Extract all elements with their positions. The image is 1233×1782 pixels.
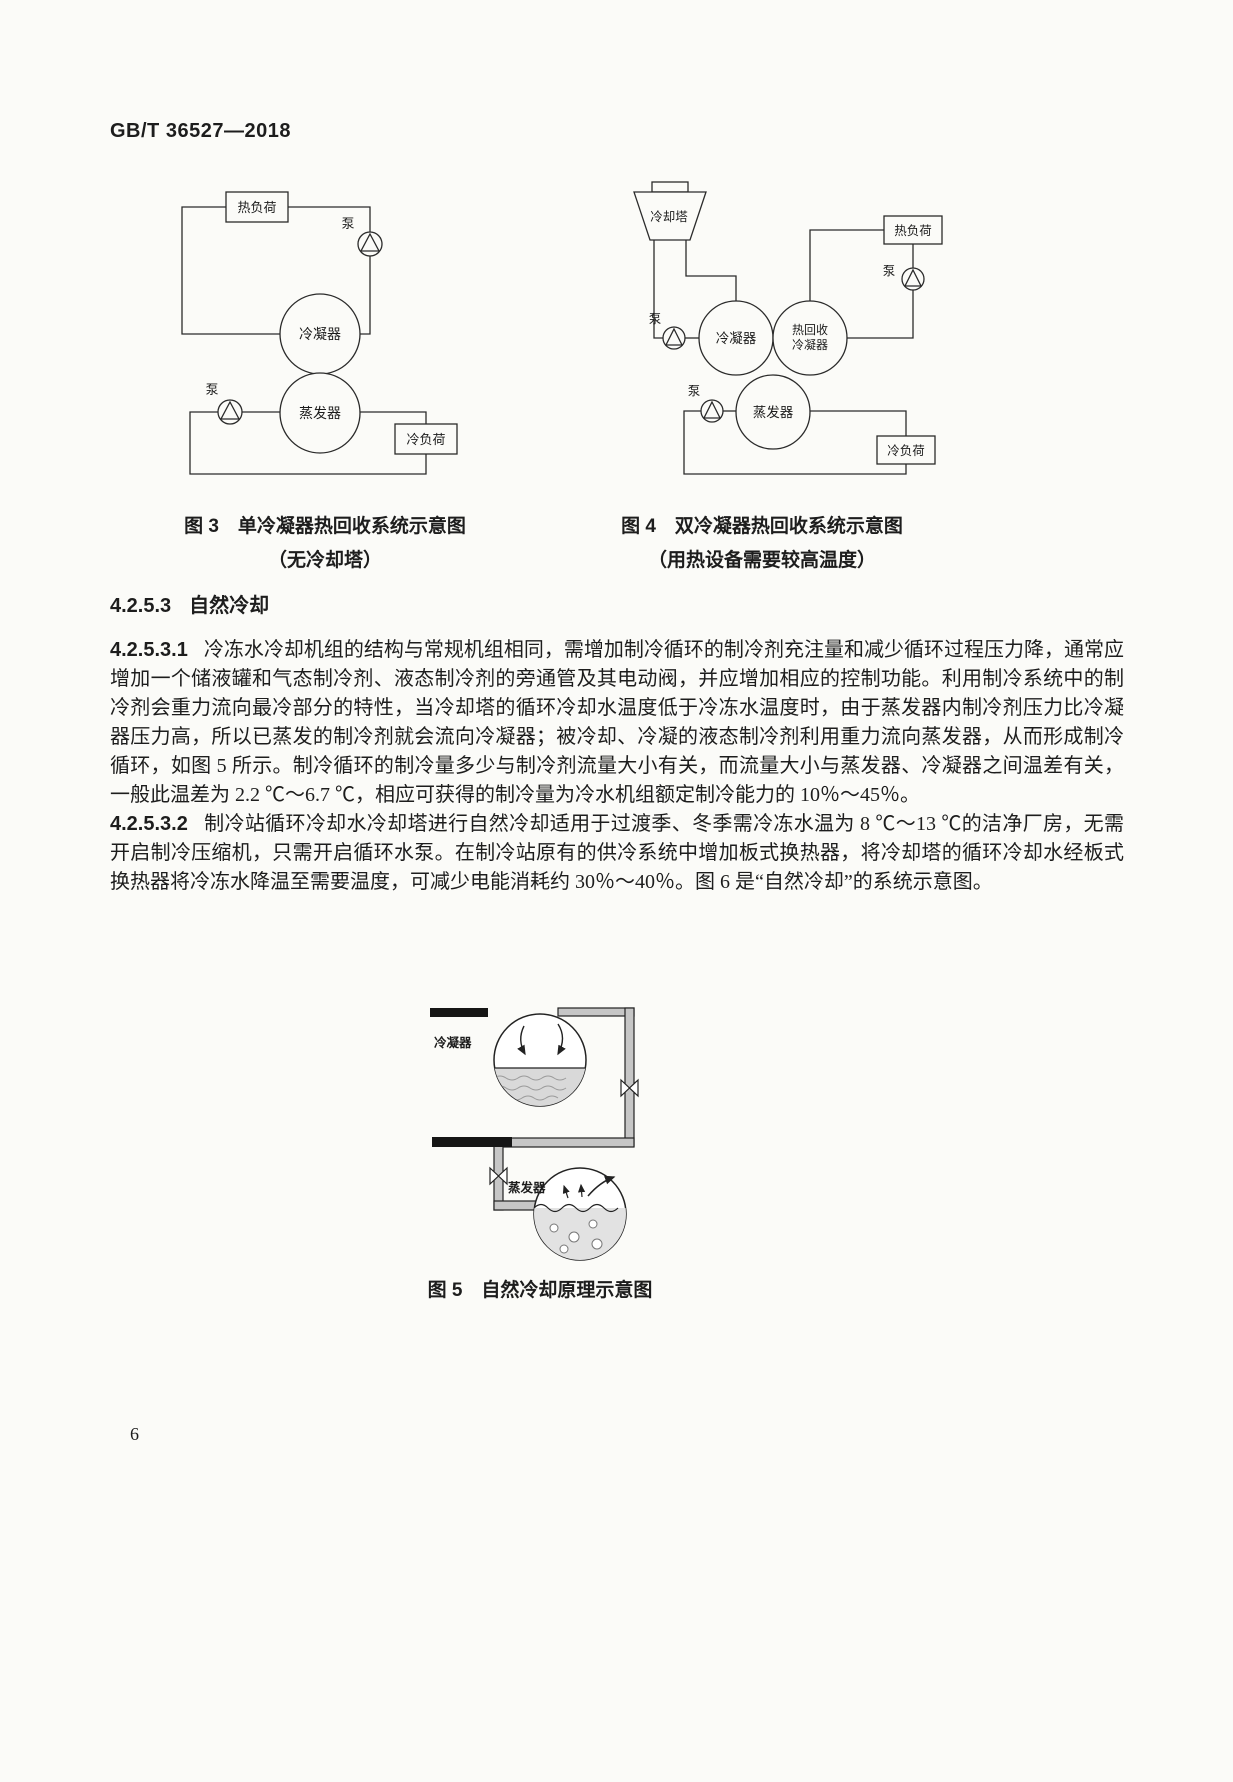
figure4-caption-line1: 图 4 双冷凝器热回收系统示意图 [621,516,903,537]
figure5-caption: 图 5 自然冷却原理示意图 [340,1274,740,1308]
fig4-pipe [683,410,907,475]
figure3-diagram: 热负荷 泵 冷凝器 蒸发器 泵 冷负荷 [181,191,458,475]
fig5-wall-bar-middle [432,1137,512,1147]
fig5-boil-arrow-1 [562,1184,570,1199]
fig3-evaporator-circle [279,372,361,454]
fig4-pipe [653,240,663,339]
clause-number: 4.2.5.3.2 [110,813,188,835]
clause-text: 冷冻水冷却机组的结构与常规机组相同，需增加制冷循环的制冷剂充注量和减少循环过程压… [110,639,1124,806]
fig5-valve-right-icon [628,1078,639,1098]
fig5-vapor-arrow-left [517,1025,526,1056]
fig4-pipe [685,240,737,301]
page-number: 6 [130,1424,139,1444]
fig3-pump-left-label: 泵 [205,382,218,397]
fig4-heat-load-label: 热负荷 [894,224,932,238]
fig3-evaporator-label: 蒸发器 [299,405,341,421]
fig3-pump-top-triangle [359,232,381,252]
fig4-pipe [810,410,907,436]
fig4-cold-load-box [876,435,936,465]
fig3-pump-top-label: 泵 [341,216,354,231]
fig4-pump-evaporator-label: 泵 [688,384,701,398]
section-title: 自然冷却 [189,595,270,617]
clause-number: 4.2.5.3.1 [110,639,188,661]
fig5-vapor-arrow-right [557,1023,566,1056]
section-number: 4.2.5.3 [110,595,172,617]
figure4-caption-line2: （用热设备需要较高温度） [647,550,876,571]
fig4-cold-load-label: 冷负荷 [887,444,925,458]
figure3-caption-line2: （无冷却塔） [267,550,382,571]
fig4-pump-condenser-triangle [664,327,684,346]
figure5-caption-line1: 图 5 自然冷却原理示意图 [427,1280,653,1301]
fig3-pipe [181,206,280,335]
fig3-pump-left-triangle [219,400,241,420]
fig5-boil-arrow-2 [578,1183,586,1198]
fig5-valve-left-icon [497,1166,508,1186]
fig4-tower-cap [651,181,689,193]
fig5-evaporator-label: 蒸发器 [508,1180,546,1195]
fig4-hr-condenser-label-2: 冷凝器 [792,337,828,352]
fig4-hr-condenser-circle [772,300,848,376]
fig5-pipe-right-vertical [624,1007,635,1147]
fig4-pump-right-triangle [903,268,923,287]
fig3-cold-load-label: 冷负荷 [406,432,445,447]
fig5-pipe-evaporator-inlet [493,1200,540,1211]
fig4-evaporator-label: 蒸发器 [753,405,794,420]
fig4-hr-condenser-label-1: 热回收 [792,323,828,337]
fig3-pipe [189,411,427,475]
fig5-evaporator-water [534,1203,626,1260]
fig3-pipe [360,256,371,335]
figure3-caption: 图 3 单冷凝器热回收系统示意图 （无冷却塔） [145,510,505,578]
fig3-heat-load-label: 热负荷 [237,200,276,215]
fig5-vapor-exit-arrow [587,1175,616,1197]
fig4-evaporator-circle [735,374,811,450]
figure4-caption: 图 4 双冷凝器热回收系统示意图 （用热设备需要较高温度） [582,510,942,578]
fig4-cooling-tower-shape [633,191,707,241]
fig5-valve-right-icon [620,1078,631,1098]
fig4-pipe [847,290,914,339]
figure3-caption-line1: 图 3 单冷凝器热回收系统示意图 [184,516,466,537]
fig4-pump-condenser-label: 泵 [649,312,662,326]
fig4-heat-load-box [883,215,943,245]
fig4-condenser-label: 冷凝器 [716,331,757,346]
fig5-pipe-middle [497,1137,635,1148]
figure4-diagram: 冷却塔 热负荷 泵 冷凝器 热回收 冷凝器 蒸发器 泵 泵 冷负荷 [633,181,943,475]
fig3-cold-load-box [394,423,458,455]
figure5-diagram: 冷凝器 蒸发器 [430,1007,639,1261]
clause-text: 制冷站循环冷却水冷却塔进行自然冷却适用于过渡季、冬季需冷冻水温为 8 ℃～13 … [110,813,1124,893]
standard-number: GB/T 36527—2018 [110,120,291,142]
fig5-wall-bar-top [430,1008,488,1017]
fig4-pump-evaporator-triangle [702,400,722,419]
fig3-condenser-label: 冷凝器 [299,326,341,342]
fig4-cooling-tower-label: 冷却塔 [650,210,688,224]
fig5-condenser-label: 冷凝器 [434,1035,472,1050]
fig4-pipe [809,229,884,301]
fig3-pipe [360,411,427,424]
section-heading: 4.2.5.3 自然冷却 [110,592,1124,621]
fig3-pipe [288,206,371,232]
fig5-valve-left-icon [489,1166,500,1186]
fig5-condenser-water [494,1067,586,1106]
fig5-pipe-top [557,1007,635,1017]
fig4-pump-right-label: 泵 [883,264,896,278]
fig3-heat-load-box [225,191,289,223]
